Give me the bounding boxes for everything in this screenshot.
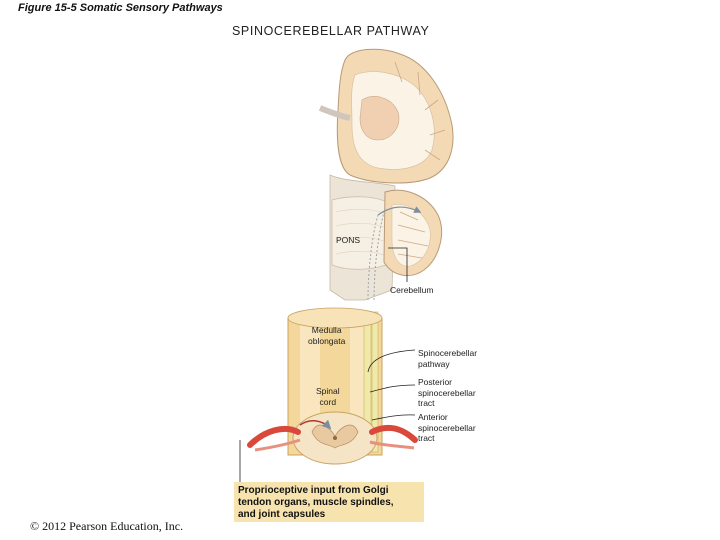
medulla-label-line1: Medulla xyxy=(311,325,342,335)
cerebellum-label: Cerebellum xyxy=(390,285,434,295)
spinal-cord-label: Spinal cord xyxy=(316,386,340,407)
pons-label: PONS xyxy=(336,235,361,245)
spinal-label-line2: cord xyxy=(319,396,337,407)
posterior-line1: Posterior xyxy=(418,377,453,387)
spinal-nerves xyxy=(247,419,418,452)
callout-line3: and joint capsules xyxy=(238,509,326,520)
pathway-title: SPINOCEREBELLAR PATHWAY xyxy=(232,24,430,38)
anterior-line3: tract xyxy=(418,433,435,443)
spinal-label-line1: Spinal xyxy=(316,386,340,396)
medulla-label: Medulla oblongata xyxy=(308,325,345,346)
callout-line1: Proprioceptive input from Golgi xyxy=(238,485,389,496)
brainstem xyxy=(329,174,396,301)
anterior-tract-label: Anterior spinocerebellar tract xyxy=(418,412,476,444)
anterior-line1: Anterior xyxy=(418,412,448,422)
spinocerebellar-pathway-label: Spinocerebellar pathway xyxy=(418,348,477,369)
spinocerebellar-line2: pathway xyxy=(418,358,450,369)
copyright-notice: © 2012 Pearson Education, Inc. xyxy=(30,519,184,533)
posterior-line3: tract xyxy=(418,398,435,408)
posterior-line2: spinocerebellar xyxy=(418,387,476,398)
cerebrum-section xyxy=(318,48,454,184)
cerebellum xyxy=(377,189,442,277)
spinal-cross-section xyxy=(292,411,378,465)
callout-line2: tendon organs, muscle spindles, xyxy=(238,497,394,508)
figure-title: Figure 15-5 Somatic Sensory Pathways xyxy=(18,2,223,14)
medulla-label-line2: oblongata xyxy=(308,335,346,346)
posterior-tract-label: Posterior spinocerebellar tract xyxy=(418,377,476,409)
anterior-line2: spinocerebellar xyxy=(418,422,476,433)
proprioceptive-input-callout: Proprioceptive input from Golgi tendon o… xyxy=(234,482,424,522)
spinocerebellar-line1: Spinocerebellar xyxy=(418,348,478,358)
leader-lines xyxy=(239,247,416,483)
